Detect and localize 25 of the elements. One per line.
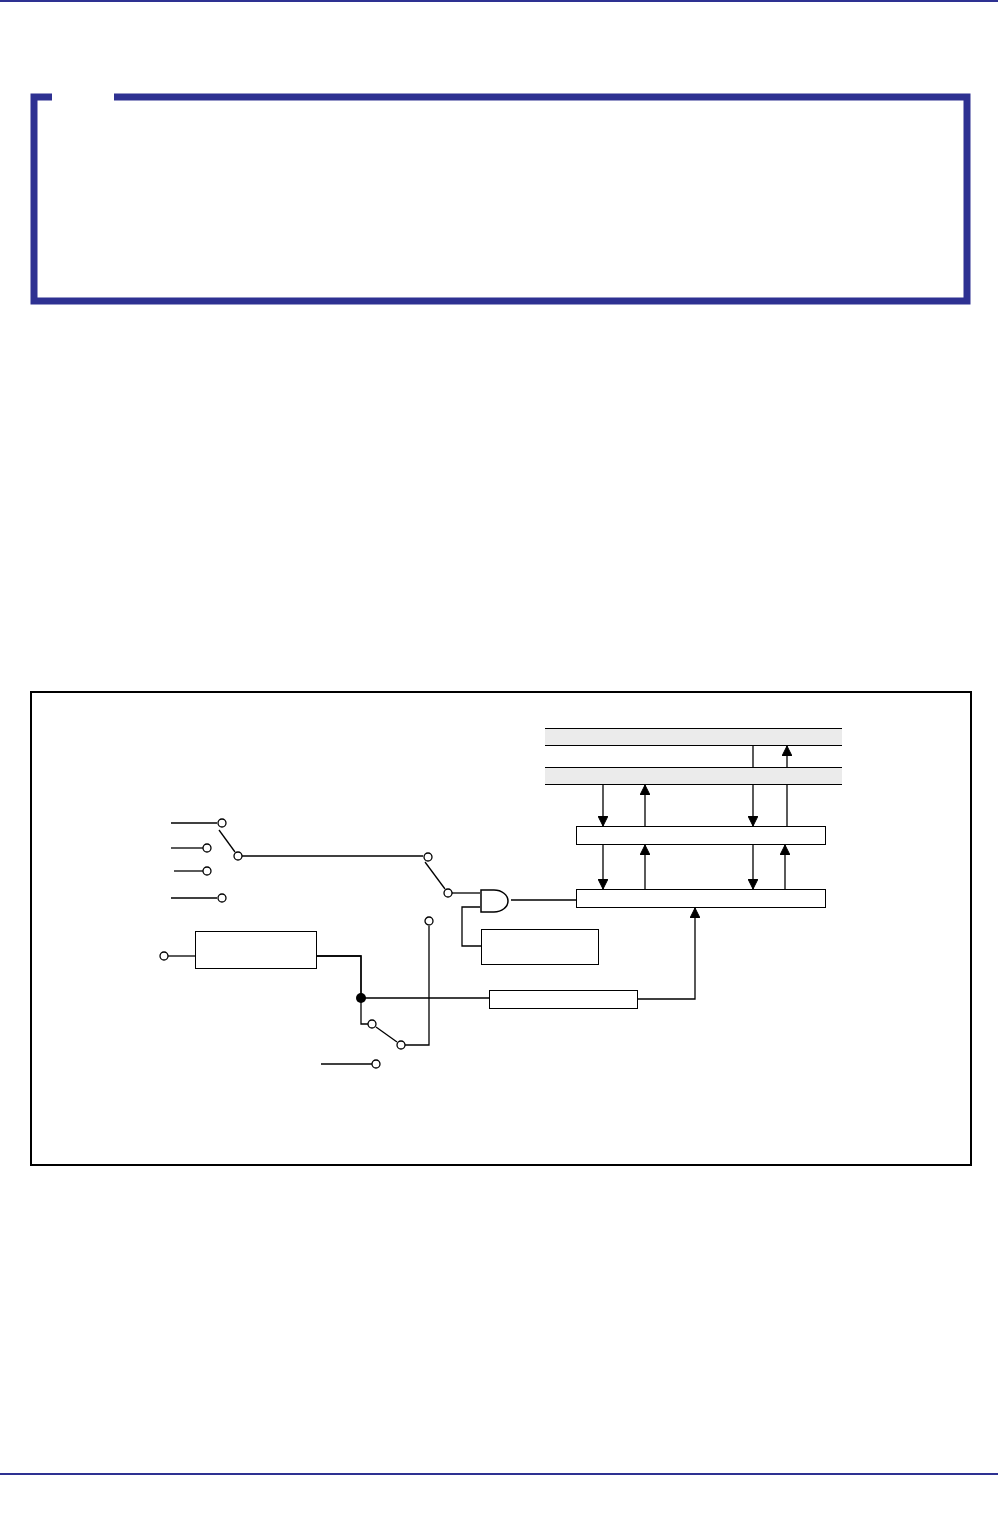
- arrow: [597, 844, 609, 890]
- switch-symbol: [168, 817, 244, 904]
- register-box: [576, 889, 826, 908]
- terminal-circle: [424, 916, 434, 926]
- wire: [243, 855, 424, 857]
- wire: [452, 892, 481, 894]
- register-box: [576, 826, 826, 845]
- arrow: [779, 844, 791, 890]
- wire: [461, 906, 482, 947]
- block-box: [481, 929, 599, 965]
- and-gate-symbol: [480, 889, 511, 913]
- block-box: [195, 931, 317, 969]
- block-box: [489, 990, 638, 1009]
- bus-bar: [545, 767, 842, 785]
- wire: [510, 899, 577, 901]
- bus-bar: [545, 728, 842, 746]
- arrow: [747, 844, 759, 890]
- arrow: [637, 907, 701, 1000]
- switch-symbol: [423, 851, 453, 898]
- wire: [316, 955, 367, 1025]
- arrow: [597, 784, 609, 827]
- switch-symbol: [366, 1018, 407, 1050]
- arrow: [639, 844, 651, 890]
- arrow: [639, 784, 651, 827]
- wire: [406, 925, 430, 1046]
